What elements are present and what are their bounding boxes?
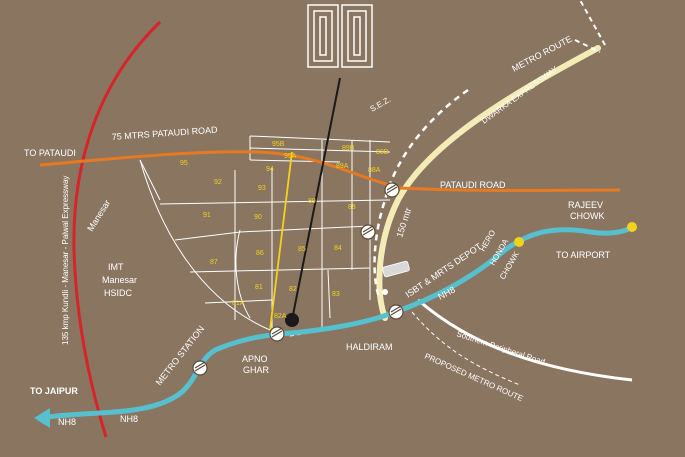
sector-88b: 88B <box>376 149 389 156</box>
label-apno-1: APNO <box>242 354 268 364</box>
label-nh8-left-2: NH8 <box>120 414 138 424</box>
southern-peripheral-road <box>417 298 633 382</box>
label-to-pataudi: TO PATAUDI <box>24 148 76 158</box>
sector-yellow-road <box>269 151 293 331</box>
sector-85: 85 <box>298 246 306 253</box>
location-pin-icon <box>285 313 299 327</box>
label-apno-2: GHAR <box>243 365 270 375</box>
sector-82a: 82A <box>274 313 287 320</box>
label-rajeev-1: RAJEEV <box>568 200 603 210</box>
label-imt-1: IMT <box>108 262 124 272</box>
label-pataudi-road: PATAUDI ROAD <box>440 180 506 190</box>
kmp-expressway-line <box>72 20 162 438</box>
sector-88: 88 <box>348 204 356 211</box>
bus-icon <box>382 260 410 278</box>
sector-94: 94 <box>266 166 274 173</box>
hero-honda-chowk-dot <box>514 237 524 247</box>
brand-monogram-icon <box>307 4 373 68</box>
sector-89: 89 <box>308 198 316 205</box>
isbt-dot <box>382 289 388 295</box>
label-haldiram: HALDIRAM <box>346 342 393 352</box>
sector-81: 81 <box>255 284 263 291</box>
sector-92: 92 <box>214 179 222 186</box>
dwarka-expressway-dashed <box>373 88 469 301</box>
sector-81a: 81A <box>232 300 245 307</box>
sector-89a: 89A <box>336 163 349 170</box>
sector-95a: 95A <box>284 153 297 160</box>
sector-93: 93 <box>258 185 266 192</box>
sector-86: 86 <box>256 250 264 257</box>
pataudi-road-line <box>39 150 621 192</box>
sector-90: 90 <box>254 214 262 221</box>
label-imt-3: HSIDC <box>104 288 133 298</box>
sector-95b: 95B <box>272 141 285 148</box>
sector-83: 83 <box>332 291 340 298</box>
sector-84: 84 <box>334 245 342 252</box>
label-imt-2: Manesar <box>102 275 137 285</box>
label-nh8-left-1: NH8 <box>58 417 76 427</box>
label-kmp-expressway: 135 kmp Kundli - Manesar - Palwal Expres… <box>61 176 70 345</box>
sector-89b: 89B <box>342 145 355 152</box>
rajeev-chowk-dot <box>627 222 637 232</box>
pin-stem <box>291 77 341 321</box>
metro-route-line <box>376 45 601 321</box>
label-rajeev-2: CHOWK <box>570 211 605 221</box>
nh8-line <box>37 224 635 421</box>
sector-91: 91 <box>203 212 211 219</box>
sector-88a: 88A <box>368 167 381 174</box>
sector-95: 95 <box>180 160 188 167</box>
to-jaipur-arrow <box>34 408 50 428</box>
label-to-airport: TO AIRPORT <box>556 250 611 260</box>
sector-87: 87 <box>210 259 218 266</box>
sector-82: 82 <box>289 286 297 293</box>
proposed-metro-route <box>411 311 521 386</box>
dashed-connector <box>574 39 601 53</box>
label-to-jaipur: TO JAIPUR <box>30 386 78 396</box>
metro-station-icon-marks <box>194 183 402 372</box>
